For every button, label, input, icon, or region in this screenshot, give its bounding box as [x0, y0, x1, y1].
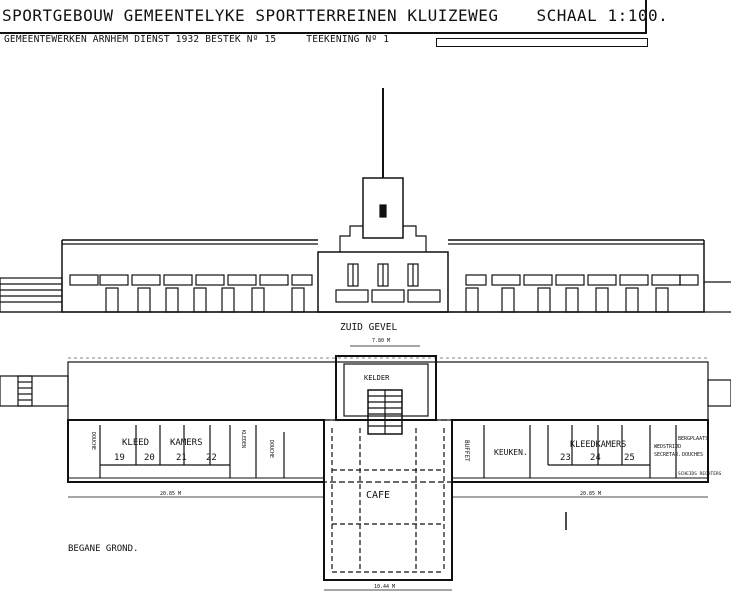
room-keuken: KEUKEN. [494, 448, 528, 457]
title-text: SPORTGEBOUW GEMEENTELYKE SPORTTERREINEN … [2, 6, 499, 25]
sheet-number: TEEKENING Nº 1 [306, 34, 390, 45]
room-21: 21 [176, 453, 187, 463]
room-buffet: BUFFET [463, 440, 470, 462]
drawing-subtitle: GEMEENTEWERKEN ARNHEM DIENST 1932 BESTEK… [4, 34, 389, 45]
room-kleed: KLEED [122, 438, 150, 448]
sheet-bar [436, 38, 648, 47]
ground-floor-plan [0, 345, 731, 591]
room-secretariaat: SECRETAR. [654, 452, 682, 458]
room-bergplaats: BERGPLAATS [678, 436, 709, 442]
room-kleedkamers: KLEEDKAMERS [570, 440, 627, 450]
dim-top: 7.80 M [372, 338, 391, 344]
drawing-title: SPORTGEBOUW GEMEENTELYKE SPORTTERREINEN … [2, 6, 668, 25]
south-elevation [0, 88, 731, 313]
room-kleden: KLEDEN [240, 430, 246, 449]
dim-cafe: 10.44 M [374, 584, 396, 590]
room-douche-left: DOUCHE [90, 432, 96, 451]
plan-label: BEGANE GROND. [68, 544, 139, 554]
room-20: 20 [144, 453, 155, 463]
room-25: 25 [624, 453, 635, 463]
room-22: 22 [206, 453, 217, 463]
room-23: 23 [560, 453, 571, 463]
room-cafe: CAFE [366, 490, 391, 501]
subtitle-text: GEMEENTEWERKEN ARNHEM DIENST 1932 BESTEK… [4, 34, 277, 45]
room-24: 24 [590, 453, 601, 463]
room-douches: DOUCHES [682, 452, 704, 458]
room-scheidsrechters: SCHEIDS RECHTERS [678, 472, 722, 477]
elevation-label: ZUID GEVEL [340, 322, 398, 333]
dim-left: 20.85 M [160, 491, 182, 497]
room-wedstrijd: WEDSTRIJD [654, 444, 682, 450]
room-kelder: KELDER [364, 374, 390, 382]
room-douche-mid: DOUCHE [268, 440, 274, 459]
room-19: 19 [114, 453, 125, 463]
room-kamers-left: KAMERS [170, 438, 203, 448]
dim-right: 20.85 M [580, 491, 602, 497]
scale-text: SCHAAL 1:100. [536, 6, 669, 25]
title-block [0, 0, 647, 34]
